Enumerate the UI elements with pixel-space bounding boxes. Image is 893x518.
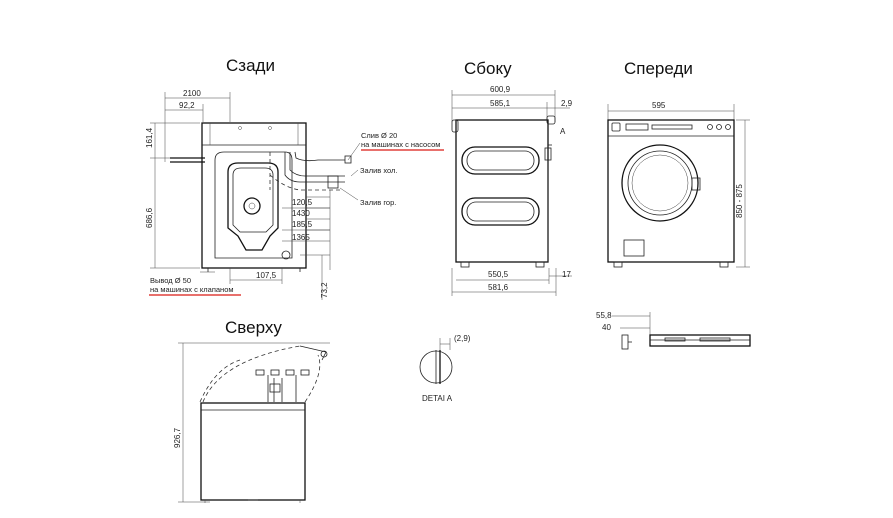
label-drain: Слив Ø 20	[361, 131, 397, 140]
title-side-view: Сбоку	[464, 59, 512, 78]
label-drain-note: на машинах с насосом	[361, 140, 440, 149]
title-back-view: Сзади	[226, 56, 275, 75]
dim-1365: 1365	[292, 233, 310, 242]
label-inlet-cold: Залив хол.	[360, 166, 397, 175]
dim-550-5: 550,5	[488, 270, 509, 279]
dim-55-8: 55,8	[596, 311, 612, 320]
top-view: 926,7	[173, 342, 330, 503]
dim-120-5: 120,5	[292, 198, 313, 207]
dim-926-7: 926,7	[173, 427, 182, 448]
detail-dim-2-9: (2,9)	[454, 334, 471, 343]
label-outlet-note: на машинах с клапаном	[150, 285, 234, 294]
panel-detail: 55,8 40	[596, 311, 751, 350]
dim-40: 40	[602, 323, 611, 332]
title-front-view: Спереди	[624, 59, 693, 78]
dim-686-6: 686,6	[145, 207, 154, 228]
dim-2-9: 2,9	[561, 99, 573, 108]
dim-92-2: 92,2	[179, 101, 195, 110]
dim-17: 17	[562, 270, 571, 279]
dim-595: 595	[652, 101, 666, 110]
dim-1430: 1430	[292, 209, 310, 218]
label-outlet: Вывод Ø 50	[150, 276, 191, 285]
label-inlet-hot: Залив гор.	[360, 198, 396, 207]
dim-850-875: 850 - 875	[735, 184, 744, 218]
dim-161-4: 161,4	[145, 127, 154, 148]
dim-73-2: 73,2	[320, 282, 329, 298]
dim-600-9: 600,9	[490, 85, 511, 94]
marker-a: A	[560, 127, 566, 136]
detail-a: (2,9) DETAI A	[419, 334, 471, 403]
dim-185-5: 185,5	[292, 220, 313, 229]
dim-585-1: 585,1	[490, 99, 511, 108]
dim-581-6: 581,6	[488, 283, 509, 292]
title-top-view: Сверху	[225, 318, 282, 337]
dim-107-5: 107,5	[256, 271, 277, 280]
back-view: 2100 92,2 161,4 686,6	[145, 89, 444, 300]
dim-2100: 2100	[183, 89, 201, 98]
side-view: 600,9 585,1 2,9 A 550,5 17 581,6	[451, 85, 573, 296]
front-view: 595 850 - 875	[607, 101, 750, 268]
detail-label: DETAI A	[422, 394, 453, 403]
